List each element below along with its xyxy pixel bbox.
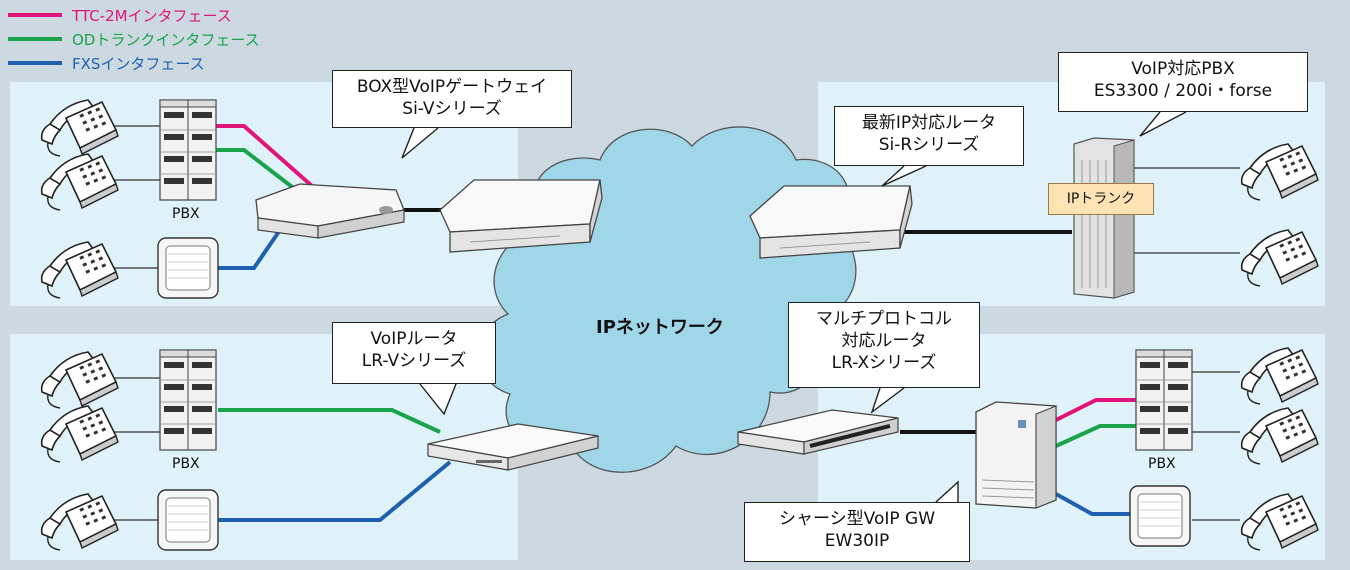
callout-line: ES3300 / 200i・forse (1093, 81, 1273, 101)
legend-swatch (8, 13, 62, 17)
pbx-cabinet-icon (159, 349, 217, 451)
callout-ip-router: 最新IP対応ルータ Si-Rシリーズ (834, 106, 1024, 166)
lr-x-router-icon (737, 409, 899, 455)
legend-swatch (8, 37, 62, 41)
callout-chassis-gateway: シャーシ型VoIP GW EW30IP (744, 502, 970, 562)
callout-tail (935, 480, 959, 503)
pbx-cabinet-icon (1135, 349, 1193, 451)
callout-tail (419, 383, 457, 416)
pbx-label: PBX (1148, 456, 1176, 472)
box-voip-gateway-icon (255, 183, 405, 239)
si-r-router-icon (749, 185, 913, 259)
fxs-line-top-left (218, 228, 282, 270)
callout-tail (401, 127, 439, 159)
callout-box-voip-gateway: BOX型VoIPゲートウェイ Si-Vシリーズ (332, 70, 572, 128)
callout-line: LR-Vシリーズ (361, 351, 467, 371)
legend-label: TTC-2Mインタフェース (72, 6, 232, 25)
voip-pbx-tower-icon (1073, 137, 1135, 299)
callout-multiprotocol-router: マルチプロトコル 対応ルータ LR-Xシリーズ (788, 302, 980, 388)
callout-line: VoIP対応PBX (1131, 59, 1235, 79)
callout-line: シャーシ型VoIP GW (778, 509, 936, 529)
analog-terminal-icon (157, 237, 219, 299)
chassis-voip-gateway-icon (975, 401, 1057, 509)
callout-line: VoIPルータ (370, 329, 458, 349)
callout-voip-router: VoIPルータ LR-Vシリーズ (332, 322, 496, 384)
callout-line: BOX型VoIPゲートウェイ (356, 77, 548, 97)
callout-line: マルチプロトコル (816, 309, 952, 329)
od-line-bottom-right (1055, 424, 1136, 448)
legend-item-ttc: TTC-2Mインタフェース (8, 5, 232, 25)
legend-item-od: ODトランクインタフェース (8, 29, 260, 49)
callout-line: LR-Xシリーズ (831, 353, 937, 373)
pbx-label: PBX (172, 456, 200, 472)
legend-label: FXSインタフェース (72, 54, 205, 73)
od-line-top-left (216, 148, 298, 192)
callout-line: EW30IP (824, 531, 890, 551)
pbx-label: PBX (172, 206, 200, 222)
callout-line: Si-Rシリーズ (878, 135, 980, 155)
ip-trunk-label: IPトランク (1048, 183, 1154, 215)
callout-line: 対応ルータ (841, 331, 927, 351)
ip-network-label: IPネットワーク (596, 317, 724, 338)
ttc-line-bottom-right (1055, 398, 1136, 422)
fxs-line-bottom-left (218, 460, 452, 522)
callout-tail (1139, 111, 1187, 137)
lr-v-router-icon (427, 423, 599, 471)
legend-item-fxs: FXSインタフェース (8, 53, 205, 73)
ttc-line-top-left (216, 124, 314, 188)
pbx-cabinet-icon (159, 99, 217, 201)
callout-tail (870, 387, 905, 414)
analog-terminal-icon (157, 489, 219, 551)
callout-line: 最新IP対応ルータ (861, 113, 997, 133)
od-line-bottom-left (218, 408, 441, 434)
si-r-router-icon (439, 179, 603, 253)
fxs-line-bottom-right (1055, 492, 1130, 516)
callout-line: Si-Vシリーズ (402, 99, 502, 119)
legend-swatch (8, 61, 62, 65)
analog-terminal-icon (1129, 485, 1191, 547)
callout-tail (881, 165, 927, 187)
legend-label: ODトランクインタフェース (72, 30, 260, 49)
callout-voip-pbx: VoIP対応PBX ES3300 / 200i・forse (1058, 52, 1308, 112)
